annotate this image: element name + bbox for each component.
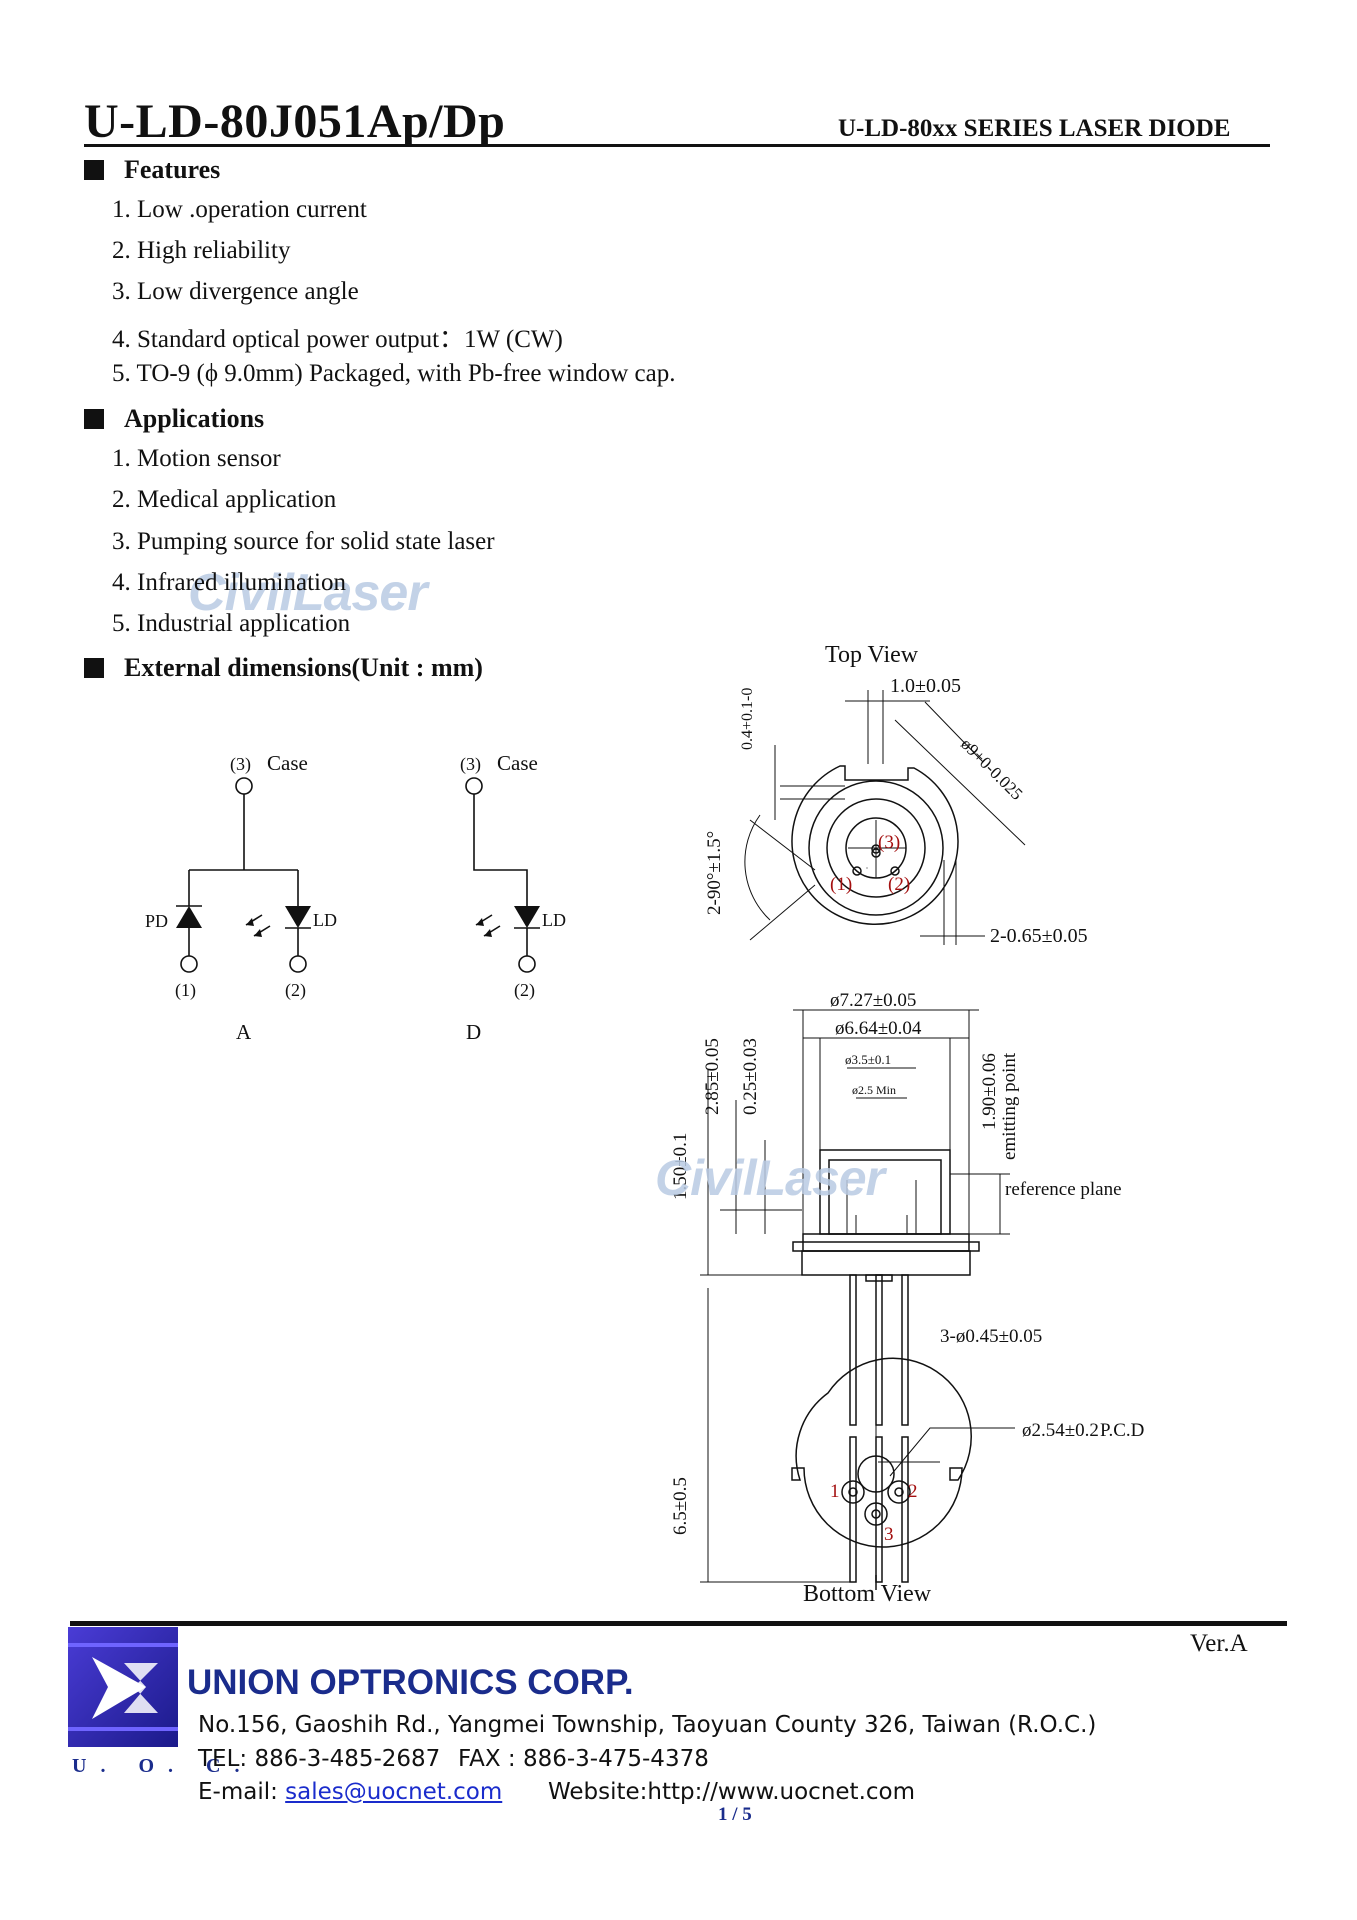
circuit-schematics: (3) Case PD LD (1) (2) A (3) Case LD (2)… <box>145 751 566 1044</box>
watermark: CivilLaser <box>655 1150 888 1206</box>
dim-label: 1.0±0.05 <box>890 675 961 697</box>
dim-label: 2-90°±1.5° <box>704 831 725 915</box>
company-fax: FAX : 886-3-475-4378 <box>458 1746 709 1772</box>
top-view-title: Top View <box>825 642 919 668</box>
dim-label: 2.85±0.05 <box>702 1038 723 1115</box>
company-address: No.156, Gaoshih Rd., Yangmei Township, T… <box>198 1712 1097 1738</box>
dim-label: 0.25±0.03 <box>740 1038 761 1115</box>
dim-label: ø9+0-0.025 <box>957 734 1026 803</box>
bullet-square-icon <box>84 160 104 180</box>
emitting-point-label: emitting point <box>999 1052 1020 1160</box>
dim-label: 2-0.65±0.05 <box>990 925 1088 947</box>
pin-label: (3) <box>878 832 900 853</box>
pin-label: 3 <box>884 1524 894 1545</box>
reference-plane-label: reference plane <box>1005 1179 1122 1200</box>
dimensions-heading: External dimensions(Unit : mm) <box>84 653 483 683</box>
ld-label: LD <box>542 910 566 930</box>
schematic-d-label: D <box>466 1020 481 1044</box>
bottom-view-title: Bottom View <box>803 1581 932 1607</box>
watermark: CivilLaser <box>188 564 428 622</box>
email-link[interactable]: sales@uocnet.com <box>285 1779 503 1805</box>
pin-label: (1) <box>175 980 196 1001</box>
ld-label: LD <box>313 910 337 930</box>
uoc-logo-icon <box>68 1627 178 1747</box>
feature-item: 2. High reliability <box>112 237 291 264</box>
application-item: 1. Motion sensor <box>112 445 281 472</box>
dim-label: ø7.27±0.05 <box>830 990 916 1011</box>
company-email: E-mail: sales@uocnet.com <box>198 1779 503 1805</box>
pd-label: PD <box>145 911 168 931</box>
feature-item: 4. Standard optical power output：1W (CW) <box>112 326 563 353</box>
bullet-square-icon <box>84 409 104 429</box>
feature-item: 5. TO-9 (ϕ 9.0mm) Packaged, with Pb-free… <box>112 360 676 387</box>
application-item: 4. Infrared illumination <box>112 569 346 596</box>
company-tel: TEL: 886-3-485-2687 <box>198 1746 441 1772</box>
pin-label: (2) <box>285 980 306 1001</box>
feature-item: 1. Low .operation current <box>112 196 367 223</box>
document-title: U-LD-80J051Ap/Dp <box>84 95 506 148</box>
photodiode-icon <box>176 906 202 928</box>
dim-label: 0.4+0.1-0 <box>739 688 756 750</box>
bullet-square-icon <box>84 658 104 678</box>
laser-diode-icon <box>285 906 311 928</box>
package-drawings: Top View 1.0±0.05 0.4+0.1-0 ø9+0-0.025 2… <box>655 642 1144 1607</box>
laser-diode-icon <box>514 906 540 928</box>
application-item: 3. Pumping source for solid state laser <box>112 528 495 555</box>
logo-text: U. O. C. <box>72 1755 254 1777</box>
version-label: Ver.A <box>1190 1630 1248 1657</box>
header-rule <box>84 144 1270 147</box>
company-name: UNION OPTRONICS CORP. <box>187 1663 634 1702</box>
pin-label: (1) <box>830 874 852 895</box>
page-number: 1 / 5 <box>718 1804 752 1825</box>
pcd-unit-label: P.C.D <box>1100 1420 1144 1441</box>
pin-label: (3) <box>460 754 481 775</box>
applications-heading: Applications <box>84 404 264 434</box>
feature-item: 3. Low divergence angle <box>112 278 359 305</box>
pcd-label: ø2.54±0.2 <box>1022 1420 1099 1441</box>
series-label: U-LD-80xx SERIES LASER DIODE <box>838 115 1231 142</box>
pin-label: 2 <box>908 1481 918 1502</box>
dim-label: ø6.64±0.04 <box>835 1018 922 1039</box>
dim-label: 3-ø0.45±0.05 <box>940 1326 1042 1347</box>
dim-label: 1.50±0.1 <box>670 1133 691 1200</box>
pin-label: (2) <box>514 980 535 1001</box>
dim-label: 1.90±0.06 <box>979 1053 1000 1130</box>
dim-label: ø3.5±0.1 <box>845 1052 891 1067</box>
dim-label: ø2.5 Min <box>852 1083 896 1097</box>
features-heading: Features <box>84 155 220 185</box>
pin-label: 1 <box>830 1481 840 1502</box>
company-website[interactable]: Website:http://www.uocnet.com <box>548 1779 916 1805</box>
application-item: 5. Industrial application <box>112 610 351 637</box>
footer-rule <box>70 1621 1287 1626</box>
dim-label: 6.5±0.5 <box>670 1477 691 1535</box>
pin-label: (3) <box>230 754 251 775</box>
case-label: Case <box>267 751 308 775</box>
pin-label: (2) <box>888 874 910 895</box>
application-item: 2. Medical application <box>112 486 337 513</box>
schematic-a-label: A <box>236 1020 252 1044</box>
case-label: Case <box>497 751 538 775</box>
